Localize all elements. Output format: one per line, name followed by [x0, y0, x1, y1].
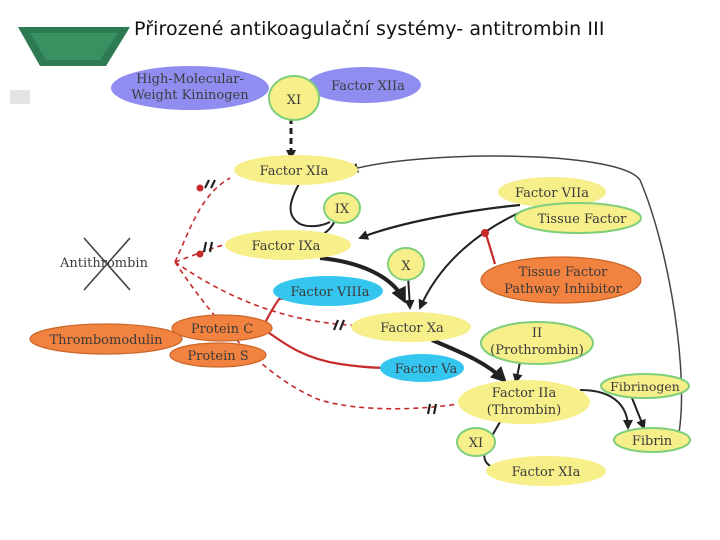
edge-ixa-to-xa [319, 256, 406, 304]
node-x: X [387, 247, 425, 281]
node-antithrombin: Antithrombin [59, 237, 149, 291]
svg-text:Thrombomodulin: Thrombomodulin [49, 333, 163, 348]
svg-text:Factor IIa: Factor IIa [492, 386, 557, 401]
node-factor-iia: Factor IIa (Thrombin) [458, 380, 590, 424]
svg-text:IX: IX [335, 202, 350, 217]
node-fibrin: Fibrin [613, 427, 691, 453]
inhibition-bars [202, 179, 438, 415]
node-factor-viia: Factor VIIa [498, 177, 606, 207]
svg-text:Factor Xa: Factor Xa [380, 321, 444, 336]
svg-text:(Prothrombin): (Prothrombin) [490, 343, 584, 358]
edge-viia-to-ixa [358, 203, 521, 240]
node-factor-xia-bottom: Factor XIa [486, 456, 606, 486]
node-fibrinogen: Fibrinogen [600, 373, 690, 399]
tfpi-inhibition-line [484, 233, 497, 265]
node-factor-xia: Factor XIa [234, 155, 358, 185]
svg-text:Factor VIIIa: Factor VIIIa [290, 285, 369, 300]
edge-feedback-loop [348, 155, 683, 439]
node-factor-va: Factor Va [380, 354, 464, 382]
node-factor-viiia: Factor VIIIa [273, 276, 383, 306]
node-prothrombin: II (Prothrombin) [480, 321, 594, 365]
svg-text:Tissue Factor: Tissue Factor [538, 212, 628, 227]
svg-text:Protein C: Protein C [191, 322, 253, 337]
svg-text:XI: XI [469, 436, 483, 451]
node-hmwk: High-Molecular- Weight Kininogen [111, 66, 269, 110]
svg-text:Weight Kininogen: Weight Kininogen [131, 88, 249, 103]
node-tfpi: Tissue Factor Pathway Inhibitor [480, 256, 642, 304]
svg-text:Factor XIIa: Factor XIIa [331, 79, 405, 94]
svg-text:Protein S: Protein S [187, 349, 248, 364]
edge-xa-to-iia [431, 338, 507, 383]
svg-text:Fibrinogen: Fibrinogen [610, 379, 680, 394]
svg-text:Factor IXa: Factor IXa [252, 239, 321, 254]
node-thrombomodulin: Thrombomodulin [29, 323, 183, 355]
svg-text:Tissue Factor: Tissue Factor [519, 265, 609, 280]
logo-icon [10, 27, 130, 104]
edge-ii-to-iia [512, 361, 523, 384]
node-factor-xiia: Factor XIIa [307, 67, 421, 103]
svg-text:X: X [401, 259, 411, 274]
svg-text:Factor XIa: Factor XIa [512, 465, 581, 480]
svg-text:Antithrombin: Antithrombin [59, 256, 149, 271]
node-xi-bottom: XI [456, 427, 496, 457]
svg-text:Factor VIIa: Factor VIIa [515, 186, 589, 201]
svg-text:Pathway Inhibitor: Pathway Inhibitor [504, 282, 622, 297]
node-factor-ixa: Factor IXa [225, 230, 351, 260]
svg-text:Factor Va: Factor Va [395, 362, 458, 377]
node-protein-s: Protein S [169, 342, 267, 368]
slide-title: Přirozené antikoagulační systémy- antitr… [134, 18, 605, 40]
edge-viia-to-xa [418, 209, 526, 310]
edge-x-to-xa [404, 275, 415, 310]
svg-text:Fibrin: Fibrin [632, 434, 673, 449]
node-tissue-factor: Tissue Factor [514, 202, 642, 234]
edge-iia-to-fibrin [579, 389, 633, 430]
edge-xia-to-ixa [289, 181, 331, 228]
svg-text:(Thrombin): (Thrombin) [487, 403, 561, 418]
protein-c-inhibition-line [261, 327, 391, 370]
node-xi-top: XI [268, 75, 320, 121]
node-ix: IX [323, 192, 361, 224]
node-factor-xa: Factor Xa [351, 312, 471, 342]
svg-text:Factor XIa: Factor XIa [260, 164, 329, 179]
svg-text:High-Molecular-: High-Molecular- [136, 72, 244, 87]
node-protein-c: Protein C [171, 314, 273, 342]
svg-text:XI: XI [287, 93, 301, 108]
edge-fibrinogen-to-fibrin [631, 397, 646, 430]
svg-text:II: II [532, 326, 542, 341]
